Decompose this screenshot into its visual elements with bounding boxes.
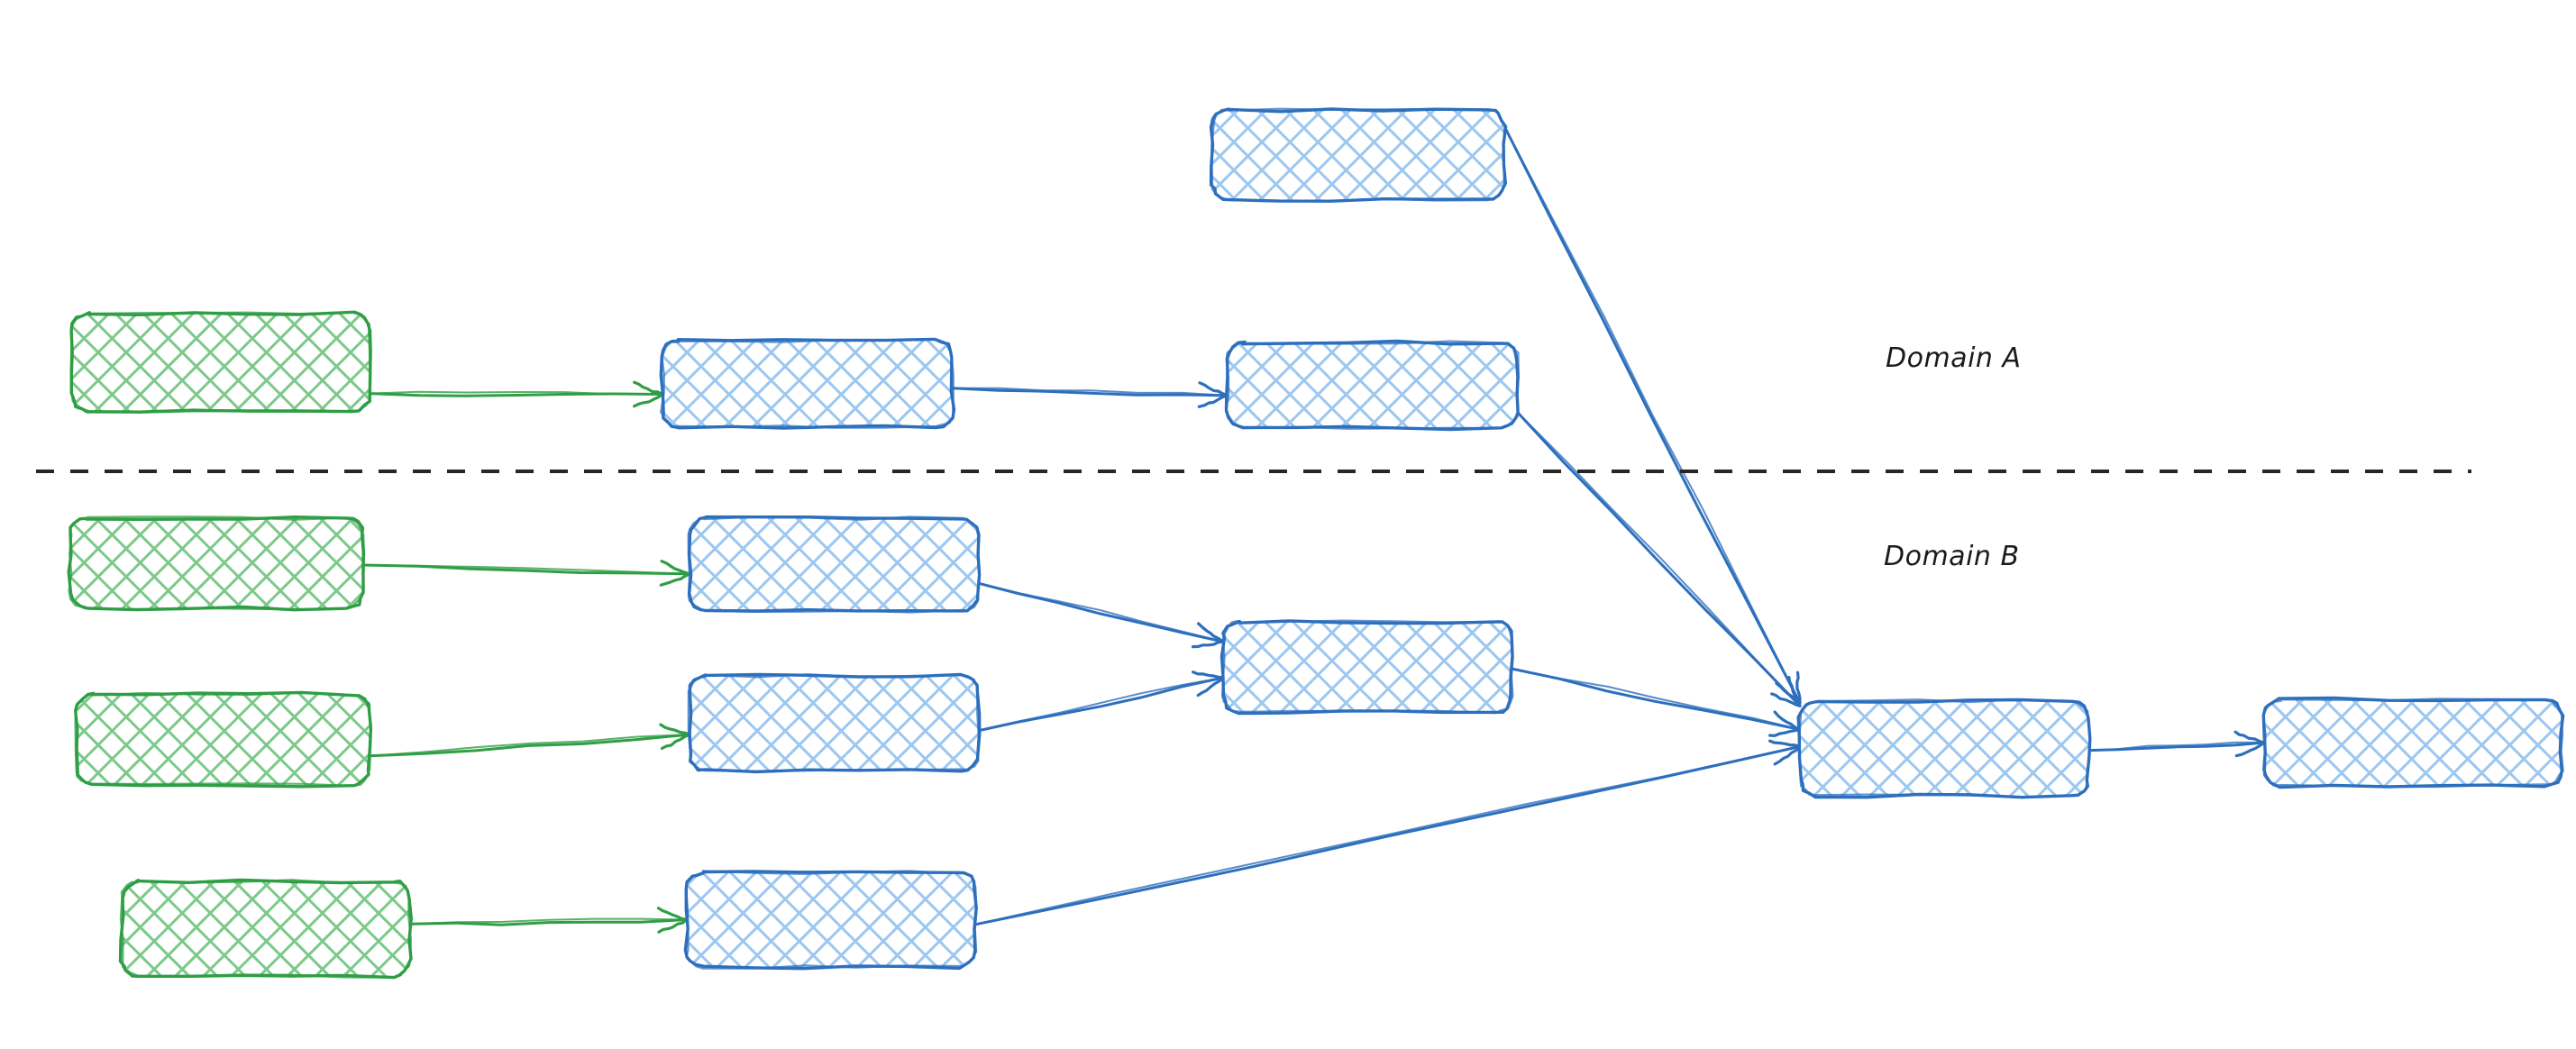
node-outline xyxy=(69,311,372,413)
edge-arrowhead xyxy=(660,560,691,576)
edge-line xyxy=(409,917,688,926)
edge-arrowhead xyxy=(1197,622,1225,643)
edge-arrowhead xyxy=(1787,675,1802,707)
node-outline xyxy=(2262,698,2564,789)
edge-arrowhead xyxy=(659,723,691,736)
edge-arrowhead xyxy=(1768,727,1802,738)
edge-line xyxy=(369,390,663,396)
edge-e3 xyxy=(1503,124,1802,705)
edge-line xyxy=(952,387,1229,397)
node-outline xyxy=(687,515,981,614)
edge-arrowhead xyxy=(1773,744,1802,766)
edge-arrowhead xyxy=(1795,670,1802,705)
edge-line xyxy=(1517,411,1801,707)
edge-arrowhead xyxy=(2234,741,2266,758)
edge-e10 xyxy=(1510,667,1802,738)
node-fill xyxy=(77,694,370,785)
node-b-proc-2[interactable] xyxy=(687,672,982,774)
domain-a-label: Domain A xyxy=(1886,342,2022,374)
edge-line xyxy=(1503,125,1801,705)
node-a-proc-2[interactable] xyxy=(1224,339,1521,432)
edge-e2 xyxy=(951,381,1229,408)
node-fill xyxy=(1223,622,1512,712)
node-fill xyxy=(687,872,975,967)
node-b-merge-2[interactable] xyxy=(1796,698,2092,799)
edge-arrowhead xyxy=(2233,730,2266,744)
edge-e5 xyxy=(361,560,691,587)
edge-arrowhead xyxy=(1196,676,1225,698)
node-fill xyxy=(72,314,370,411)
edge-line xyxy=(1511,668,1801,731)
edge-line xyxy=(977,677,1224,732)
edge-e8 xyxy=(976,581,1225,649)
edge-e9 xyxy=(976,670,1225,733)
node-outline xyxy=(1225,340,1521,430)
node-b-src-2[interactable] xyxy=(74,690,373,789)
edge-arrowhead xyxy=(661,733,691,750)
edge-arrowhead xyxy=(656,907,689,922)
edge-line xyxy=(362,564,690,575)
node-a-src-1[interactable] xyxy=(69,310,372,414)
edge-line xyxy=(2087,741,2265,752)
edge-arrowhead xyxy=(1773,710,1802,732)
node-b-merge-1[interactable] xyxy=(1219,619,1514,716)
node-fill xyxy=(1212,110,1504,200)
node-outline xyxy=(687,673,980,772)
node-a-proc-0[interactable] xyxy=(1209,107,1508,203)
edge-e4 xyxy=(1516,411,1802,707)
edge-layer xyxy=(361,124,2266,934)
node-fill xyxy=(662,341,953,427)
node-layer xyxy=(67,107,2565,980)
edge-arrowhead xyxy=(1192,670,1225,680)
node-outline xyxy=(685,870,978,970)
edge-arrowhead xyxy=(633,380,664,397)
node-outline xyxy=(119,879,412,979)
node-b-sink[interactable] xyxy=(2261,696,2565,789)
node-b-src-3[interactable] xyxy=(118,878,413,980)
edge-line xyxy=(951,387,1229,397)
edge-e6 xyxy=(368,723,691,758)
node-outline xyxy=(74,691,372,788)
node-outline xyxy=(1210,107,1506,203)
edge-arrowhead xyxy=(1198,381,1229,397)
node-outline xyxy=(1221,619,1514,715)
edge-line xyxy=(369,734,690,757)
edge-line xyxy=(977,582,1224,643)
edge-arrowhead xyxy=(633,392,664,408)
edge-arrowhead xyxy=(1770,692,1802,707)
node-fill xyxy=(1800,701,2088,796)
node-b-src-1[interactable] xyxy=(67,515,366,612)
edge-e7 xyxy=(408,907,689,934)
node-b-proc-1[interactable] xyxy=(687,515,982,614)
node-outline xyxy=(1798,698,2091,798)
edge-line xyxy=(1503,124,1802,705)
node-fill xyxy=(690,676,978,771)
node-fill xyxy=(2264,699,2562,786)
edge-arrowhead xyxy=(1191,640,1225,649)
edge-e12 xyxy=(2087,730,2266,758)
node-a-proc-1[interactable] xyxy=(659,337,956,430)
node-fill xyxy=(122,881,410,976)
edge-line xyxy=(368,733,691,758)
edge-e1 xyxy=(368,380,664,408)
node-fill xyxy=(1228,342,1518,428)
edge-arrowhead xyxy=(1197,394,1229,408)
edge-arrowhead xyxy=(1768,739,1802,748)
edge-e11 xyxy=(973,739,1802,926)
node-b-proc-3[interactable] xyxy=(683,870,978,971)
node-fill xyxy=(70,518,363,608)
node-outline xyxy=(68,515,366,611)
node-outline xyxy=(660,338,955,429)
domain-b-label: Domain B xyxy=(1884,541,2020,572)
node-fill xyxy=(690,518,978,611)
edge-line xyxy=(974,745,1801,926)
edge-arrowhead xyxy=(659,572,691,587)
edge-arrowhead xyxy=(657,917,689,934)
